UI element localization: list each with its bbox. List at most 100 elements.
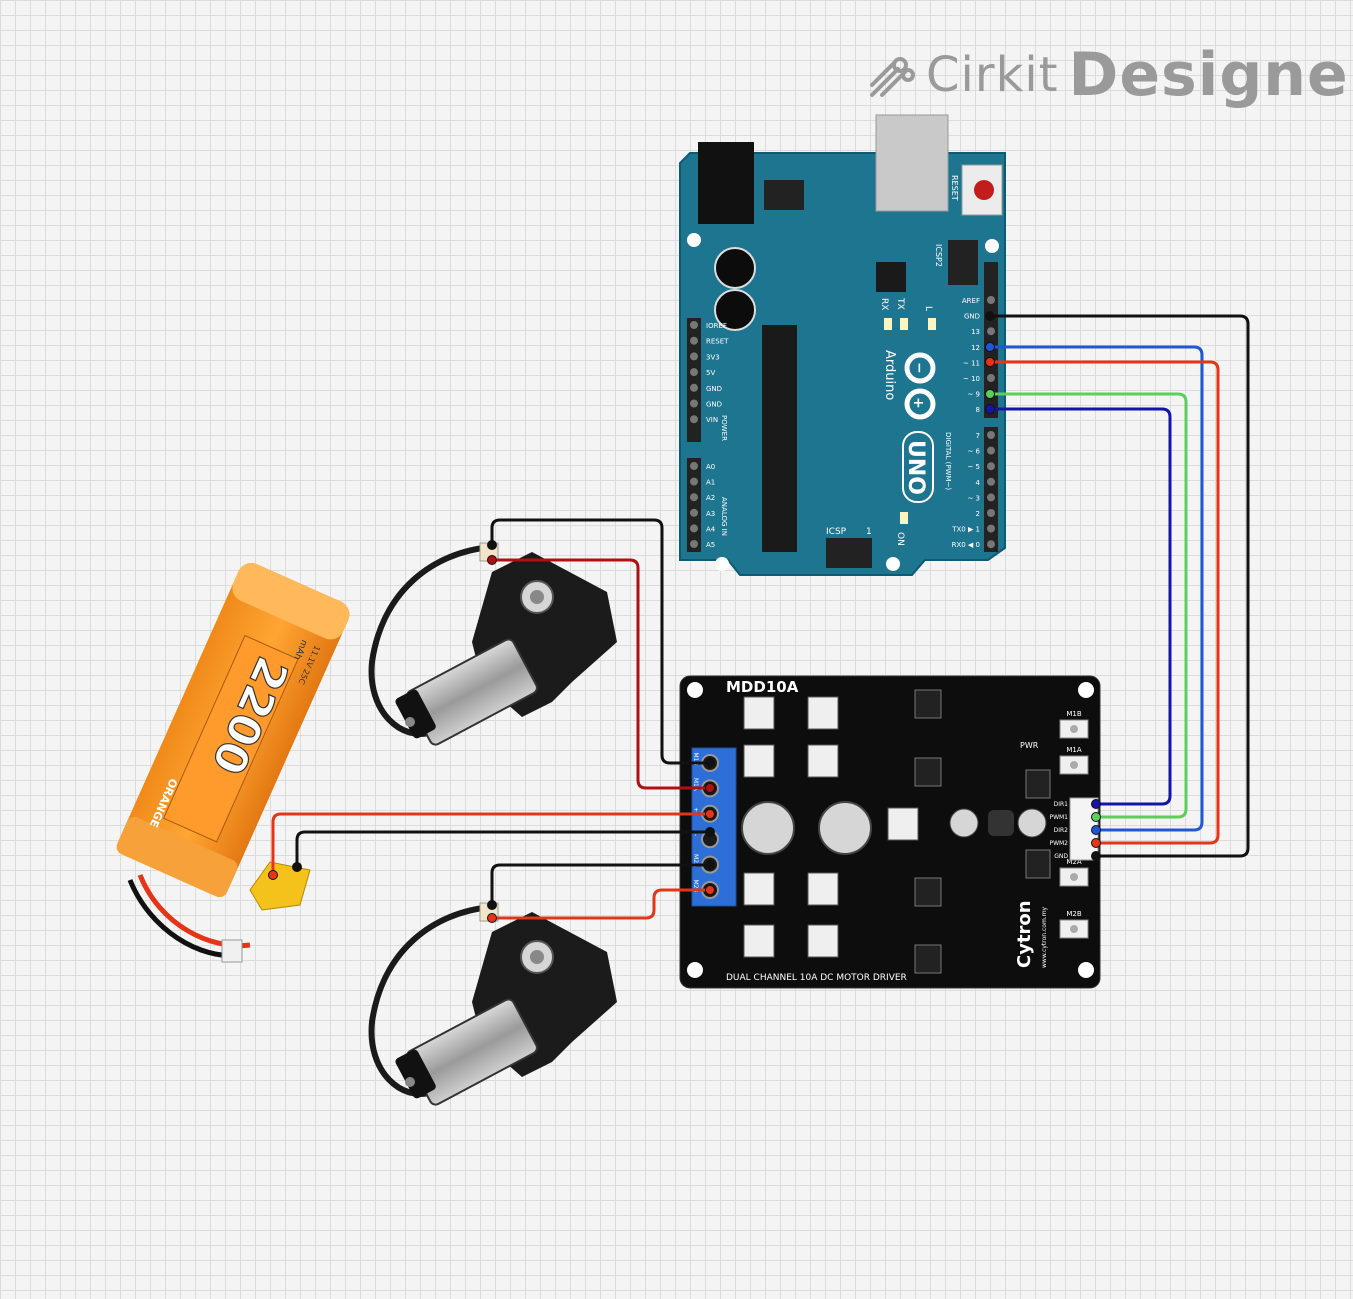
header-pin[interactable] (690, 399, 698, 408)
uno-logo: UNO (903, 440, 928, 495)
pin-label: ~ 6 (967, 448, 980, 456)
wire-pin9-to-pwm1[interactable] (988, 392, 1188, 819)
wire-endpoint[interactable] (487, 900, 497, 910)
inductor (988, 810, 1014, 836)
driver-subtitle: DUAL CHANNEL 10A DC MOTOR DRIVER (726, 973, 907, 983)
pin-label: 5V (706, 369, 715, 377)
wire-endpoint[interactable] (985, 404, 995, 414)
arduino-name: Arduino (882, 350, 897, 400)
wire-endpoint[interactable] (1091, 838, 1101, 848)
header-pin[interactable] (690, 462, 698, 470)
wire-battery-red[interactable] (271, 812, 712, 877)
wire-endpoint[interactable] (705, 860, 715, 870)
wire-endpoint[interactable] (705, 783, 715, 793)
reset-button-cap[interactable] (974, 180, 994, 200)
wire-battery-black[interactable] (295, 830, 712, 869)
xt60-connector[interactable] (249, 861, 311, 911)
wire-motor2-red[interactable] (490, 888, 712, 920)
reset-label: RESET (950, 175, 959, 201)
power-header (687, 318, 701, 442)
terminal-block[interactable] (691, 747, 737, 907)
wire-gnd-to-gnd[interactable] (988, 314, 1250, 858)
wire-endpoint[interactable] (292, 862, 302, 872)
wire-endpoint[interactable] (487, 913, 497, 923)
test-button-cap[interactable] (1070, 761, 1078, 769)
dc-motor-2[interactable] (372, 907, 617, 1107)
header-pin[interactable] (690, 368, 698, 377)
wire-endpoint[interactable] (985, 311, 995, 321)
pin-label: TX0 ▶ 1 (951, 526, 980, 534)
terminal-label: M2A (692, 854, 699, 868)
wire-endpoint[interactable] (487, 540, 497, 550)
wire-endpoint[interactable] (1091, 825, 1101, 835)
wire-endpoint[interactable] (985, 389, 995, 399)
wire-pin11-to-pwm2[interactable] (988, 360, 1220, 845)
wire-endpoint[interactable] (705, 809, 715, 819)
wires (271, 314, 1250, 920)
header-pin[interactable] (690, 352, 698, 361)
capacitor-2 (714, 289, 756, 331)
wire-motor1-red[interactable] (490, 558, 712, 790)
pwr-label: PWR (1020, 741, 1039, 750)
wire-endpoint[interactable] (1091, 851, 1101, 861)
balance-connector[interactable] (221, 939, 243, 963)
wire-endpoint[interactable] (705, 827, 715, 837)
pin-label: ~ 11 (963, 359, 980, 367)
test-button-cap[interactable] (1070, 725, 1078, 733)
wire-endpoint[interactable] (1091, 799, 1101, 809)
header-pin[interactable] (690, 415, 698, 424)
wire-endpoint[interactable] (985, 342, 995, 352)
header-pin[interactable] (690, 493, 698, 502)
arduino-uno-board[interactable]: RESET ICSP2 ICSP 1 TX RX L ON Arduino − … (679, 114, 1006, 576)
wire-motor1-black[interactable] (490, 518, 712, 765)
icsp2-header (948, 240, 978, 285)
pin-label: 4 (976, 479, 981, 487)
pin-label: A3 (706, 510, 715, 518)
dc-jack (698, 142, 754, 224)
power-header-label: POWER (720, 415, 728, 441)
header-pin[interactable] (987, 462, 995, 471)
header-pin[interactable] (987, 524, 995, 533)
header-pin[interactable] (987, 374, 995, 382)
dc-motor-1[interactable] (372, 547, 617, 747)
pin-label: 12 (971, 344, 980, 352)
ctrl-pin-label: GND (1054, 853, 1068, 860)
header-pin[interactable] (987, 477, 995, 486)
header-pin[interactable] (987, 509, 995, 517)
test-button-cap[interactable] (1070, 925, 1078, 933)
lipo-battery[interactable]: 2200 mAh 11.1V 25C ORANGE (114, 559, 354, 963)
header-pin[interactable] (987, 540, 995, 549)
header-pin[interactable] (987, 446, 995, 455)
header-pin[interactable] (690, 540, 698, 548)
header-pin[interactable] (987, 493, 995, 502)
header-pin[interactable] (690, 383, 698, 392)
button-label: M2B (1066, 910, 1081, 918)
wire-motor2-black[interactable] (490, 863, 712, 907)
wire-endpoint[interactable] (705, 885, 715, 895)
wire-pin12-to-dir2[interactable] (988, 345, 1204, 832)
header-pin[interactable] (987, 327, 995, 336)
wire-endpoint[interactable] (268, 870, 278, 880)
header-pin[interactable] (690, 477, 698, 486)
wire-endpoint[interactable] (705, 758, 715, 768)
icsp-header (826, 538, 872, 568)
test-button-cap[interactable] (1070, 873, 1078, 881)
header-pin[interactable] (690, 336, 698, 345)
wire-endpoint[interactable] (985, 357, 995, 367)
digital-header-bottom (984, 427, 998, 552)
wire-endpoint[interactable] (1091, 812, 1101, 822)
pin-label: ~ 10 (963, 375, 980, 383)
pin-label: 7 (976, 432, 980, 440)
header-pin[interactable] (987, 431, 995, 439)
wire-pin8-to-dir1[interactable] (988, 407, 1172, 806)
header-pin[interactable] (690, 524, 698, 533)
driver-brand-url: www.cytron.com.my (1041, 906, 1048, 968)
terminal-label: M1B (692, 752, 699, 765)
header-pin[interactable] (690, 321, 698, 329)
ctrl-pin-label: DIR1 (1054, 801, 1069, 808)
wire-endpoint[interactable] (487, 555, 497, 565)
header-pin[interactable] (987, 296, 995, 304)
header-pin[interactable] (690, 508, 698, 517)
mdd10a-motor-driver[interactable]: MDD10A DUAL CHANNEL 10A DC MOTOR DRIVER … (679, 675, 1101, 989)
pin-label: RESET (706, 338, 729, 346)
